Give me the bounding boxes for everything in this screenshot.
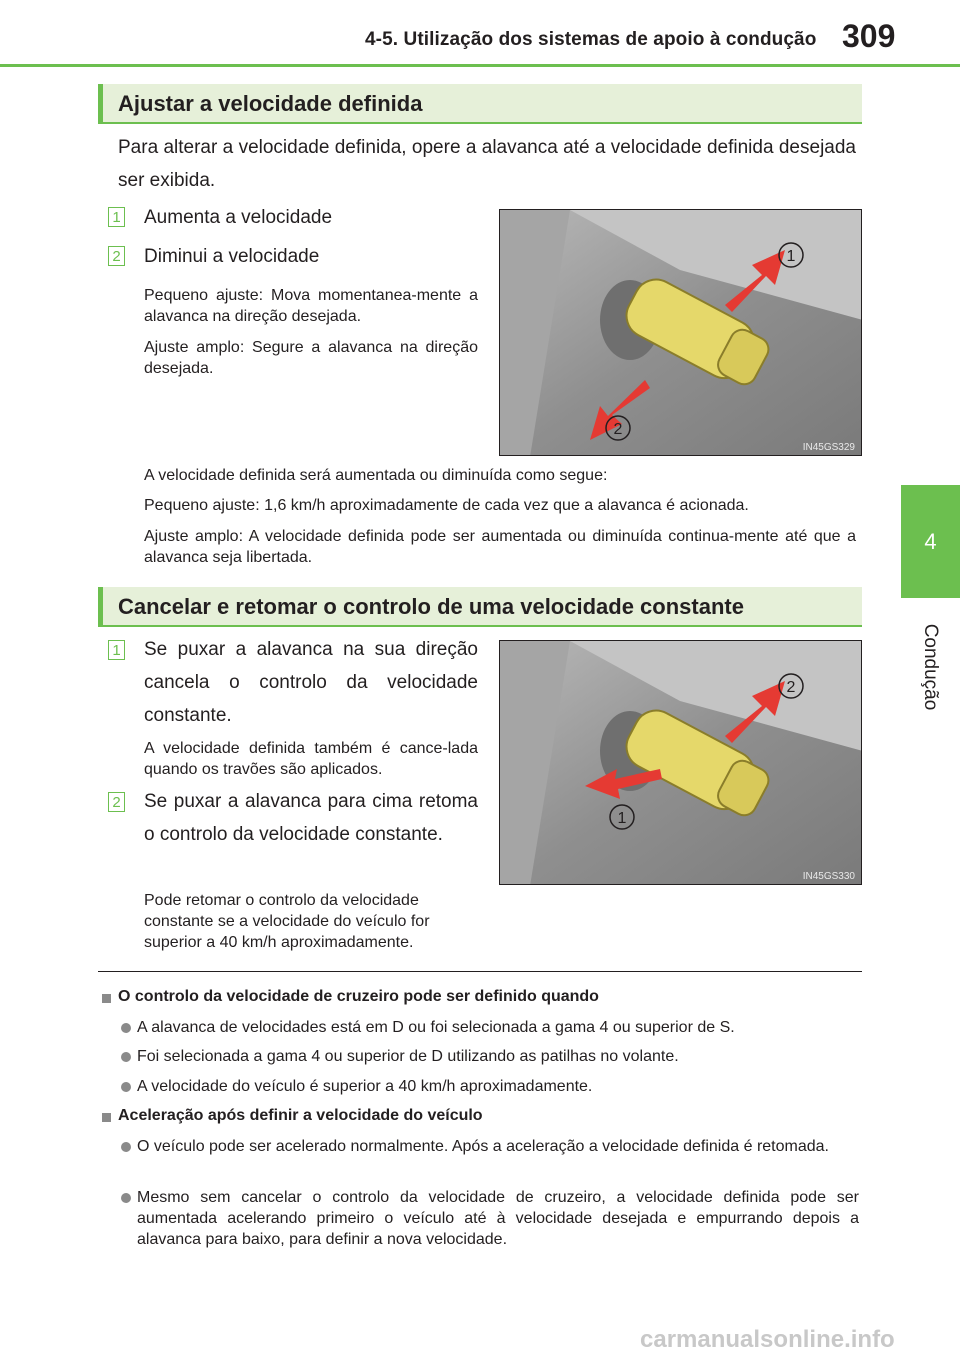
callout-label: 2 bbox=[787, 679, 796, 696]
note-bullet: Mesmo sem cancelar o controlo da velocid… bbox=[137, 1189, 859, 1248]
speed-change-large: Ajuste amplo: A velocidade definida pode… bbox=[144, 528, 856, 566]
section-heading-text: Cancelar e retomar o controlo de uma vel… bbox=[118, 594, 744, 619]
callout-circle bbox=[778, 673, 804, 699]
item-increase-speed: Aumenta a velocidade bbox=[144, 207, 333, 228]
watermark: carmanualsonline.info bbox=[640, 1326, 895, 1353]
note-bullet: O veículo pode ser acelerado normalmente… bbox=[137, 1138, 829, 1155]
callout-circle bbox=[609, 804, 635, 830]
note-bullet: Foi selecionada a gama 4 ou superior de … bbox=[137, 1048, 679, 1065]
arrow-up-icon bbox=[725, 250, 785, 312]
section-heading-text: Ajustar a velocidade definida bbox=[118, 91, 423, 116]
lever-illustration: 1 2 IN45GS329 bbox=[500, 210, 861, 455]
lever-illustration: 2 1 IN45GS330 bbox=[500, 641, 861, 884]
note-heading-conditions: O controlo da velocidade de cruzeiro pod… bbox=[118, 988, 599, 1005]
item-cancel: Se puxar a alavanca na sua direção cance… bbox=[144, 639, 478, 726]
section1-intro: Para alterar a velocidade definida, oper… bbox=[118, 137, 856, 191]
speed-change-intro: A velocidade definida será aumentada ou … bbox=[144, 467, 608, 484]
small-adjust-note: Pequeno ajuste: Mova momentanea-mente a … bbox=[144, 287, 478, 325]
callout-circle bbox=[778, 242, 804, 268]
running-header: 4-5. Utilização dos sistemas de apoio à … bbox=[365, 29, 817, 50]
page-number: 309 bbox=[842, 18, 896, 54]
item-number-box: 1 bbox=[108, 640, 125, 660]
chapter-label: Condução bbox=[902, 612, 958, 722]
round-bullet-icon bbox=[121, 1193, 131, 1203]
note-heading-acceleration: Aceleração após definir a velocidade do … bbox=[118, 1107, 483, 1124]
header-rule bbox=[0, 64, 960, 67]
square-bullet-icon bbox=[102, 1113, 111, 1122]
round-bullet-icon bbox=[121, 1052, 131, 1062]
item-decrease-speed: Diminui a velocidade bbox=[144, 246, 320, 267]
item-number-box: 1 bbox=[108, 207, 125, 227]
note-bullet: A velocidade do veículo é superior a 40 … bbox=[137, 1078, 593, 1095]
image-code: IN45GS330 bbox=[803, 871, 856, 882]
round-bullet-icon bbox=[121, 1023, 131, 1033]
round-bullet-icon bbox=[121, 1142, 131, 1152]
chapter-tab: 4 bbox=[901, 485, 960, 598]
item-resume: Se puxar a alavanca para cima retoma o c… bbox=[144, 791, 478, 845]
callout-label: 1 bbox=[787, 248, 796, 265]
chapter-number: 4 bbox=[924, 528, 937, 554]
section-heading-adjust: Ajustar a velocidade definida bbox=[98, 84, 862, 124]
speed-change-small: Pequeno ajuste: 1,6 km/h aproximadamente… bbox=[144, 497, 749, 514]
item-number-box: 2 bbox=[108, 792, 125, 812]
square-bullet-icon bbox=[102, 994, 111, 1003]
callout-circle bbox=[605, 415, 631, 441]
arrow-up-icon bbox=[725, 681, 785, 743]
lever-photo-cancel: 2 1 IN45GS330 bbox=[499, 640, 862, 885]
arrow-down-icon bbox=[590, 380, 650, 440]
resume-speed-note: Pode retomar o controlo da velocidade co… bbox=[144, 892, 430, 951]
chapter-label-text: Condução bbox=[920, 623, 941, 711]
image-code: IN45GS329 bbox=[803, 442, 856, 453]
arrow-toward-icon bbox=[585, 769, 662, 799]
round-bullet-icon bbox=[121, 1082, 131, 1092]
notes-divider bbox=[98, 971, 862, 972]
cancel-brake-note: A velocidade definida também é cance-lad… bbox=[144, 740, 478, 778]
item-number-box: 2 bbox=[108, 246, 125, 266]
lever-photo-adjust: 1 2 IN45GS329 bbox=[499, 209, 862, 456]
note-bullet: A alavanca de velocidades está em D ou f… bbox=[137, 1019, 735, 1036]
section-heading-cancel-resume: Cancelar e retomar o controlo de uma vel… bbox=[98, 587, 862, 627]
large-adjust-note: Ajuste amplo: Segure a alavanca na direç… bbox=[144, 339, 478, 377]
callout-label: 1 bbox=[618, 810, 627, 827]
callout-label: 2 bbox=[614, 421, 623, 438]
